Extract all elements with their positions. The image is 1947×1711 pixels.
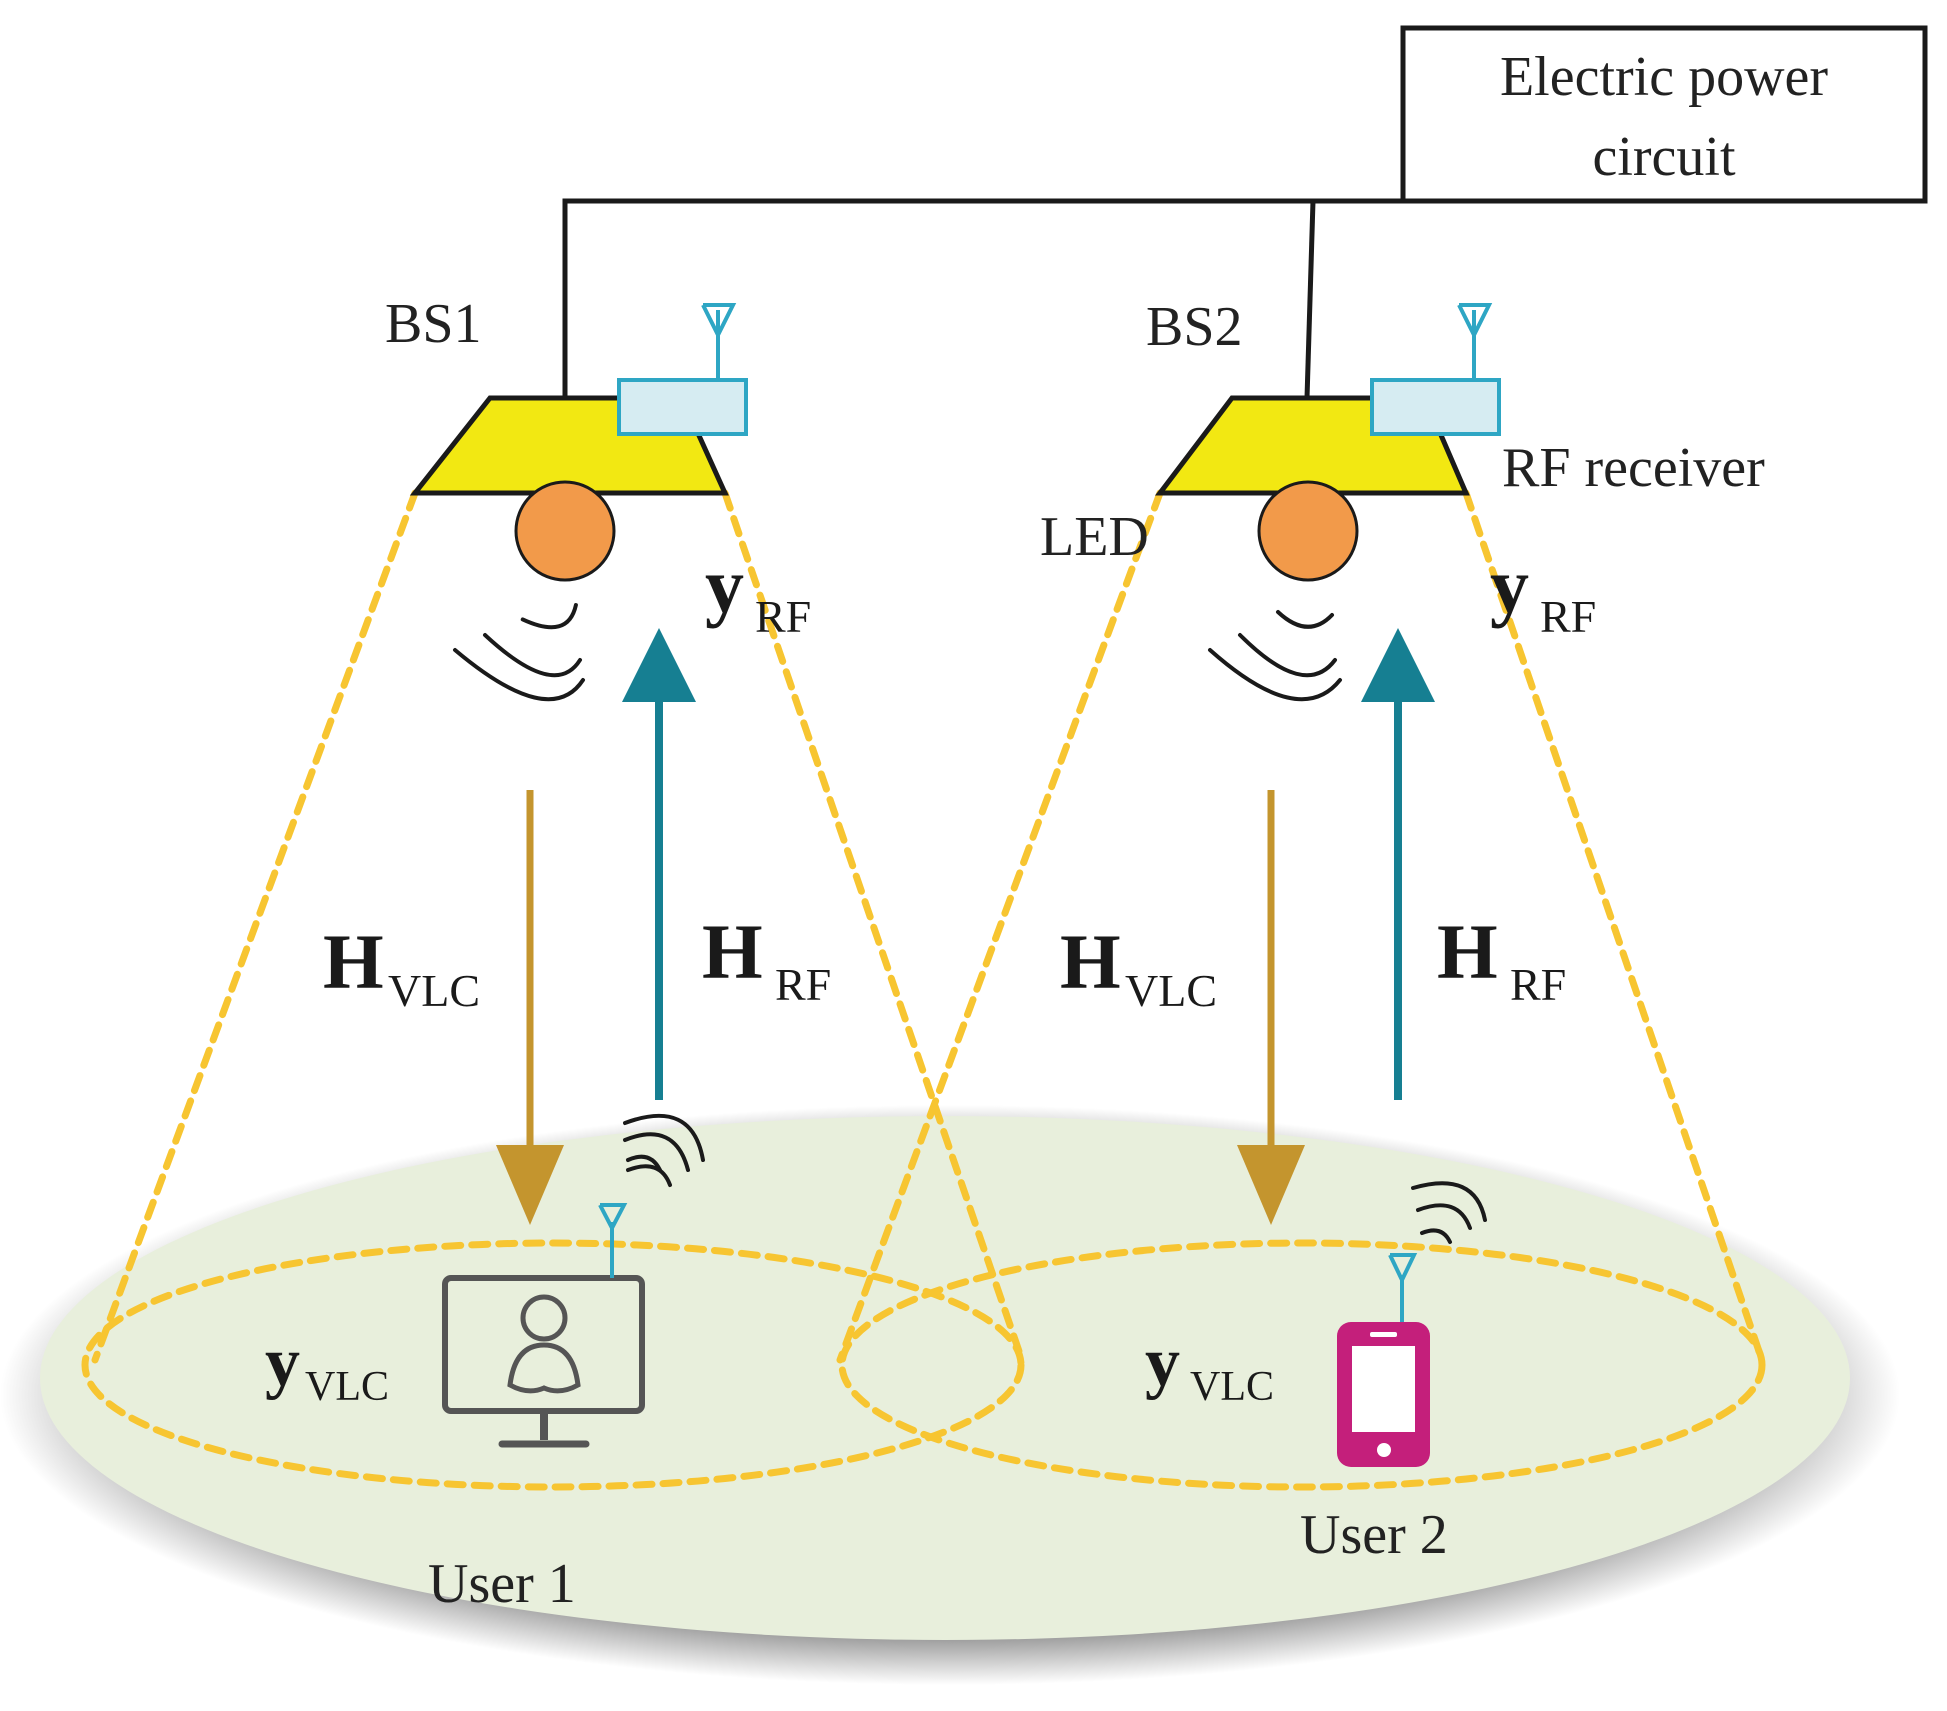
subscript-rf: RF	[775, 959, 831, 1010]
bs1-rf-box	[617, 378, 748, 436]
subscript-rf: RF	[755, 591, 811, 642]
symbol-h: H	[702, 908, 763, 995]
wire-bs1	[562, 198, 1405, 398]
coverage-bs1	[81, 1239, 1025, 1491]
y-vlc-user2: y VLC	[1145, 1324, 1274, 1410]
h-vlc-bs2: H VLC	[1060, 918, 1217, 1016]
user1-label: User 1	[428, 1553, 576, 1615]
beam-bs2-right	[1462, 489, 1766, 1364]
subscript-vlc: VLC	[388, 965, 480, 1016]
subscript-rf: RF	[1510, 959, 1566, 1010]
subscript-vlc: VLC	[305, 1364, 389, 1410]
labels: BS1 BS2 LED RF receiver User 1 User 2 y …	[265, 293, 1765, 1615]
y-rf-bs2: y RF	[1490, 542, 1596, 642]
bs1-lamp	[409, 303, 748, 702]
wire-bs2	[1304, 200, 1316, 399]
bs1-label: BS1	[385, 293, 482, 355]
user2-label: User 2	[1300, 1504, 1448, 1566]
h-vlc-bs1: H VLC	[323, 918, 480, 1016]
signal-waves-icon	[1208, 610, 1342, 702]
antenna-icon	[701, 303, 737, 380]
vlc-arrow-bs2-head	[1237, 1145, 1305, 1225]
subscript-rf: RF	[1540, 591, 1596, 642]
y-vlc-user1: y VLC	[265, 1324, 389, 1410]
symbol-h: H	[323, 918, 384, 1005]
y-rf-bs1: y RF	[705, 542, 811, 642]
bs2-label: BS2	[1146, 296, 1243, 358]
power-wiring	[562, 198, 1408, 399]
monitor-screen	[442, 1275, 645, 1414]
antenna-icon	[1457, 303, 1493, 380]
beam-bs1-right	[721, 489, 1026, 1364]
bs2-led	[1257, 480, 1359, 582]
power-box: Electric power circuit	[1400, 25, 1928, 204]
monitor-user-icon	[442, 1113, 705, 1448]
beam-bs1-left	[91, 489, 419, 1364]
bs1-rf-receiver	[617, 303, 748, 436]
h-rf-bs1: H RF	[702, 908, 831, 1010]
beam-bs2-left	[836, 489, 1164, 1364]
symbol-y: y	[705, 542, 744, 629]
rf-receiver-label: RF receiver	[1502, 437, 1765, 499]
arrows	[496, 628, 1435, 1225]
bs1-led	[514, 480, 616, 582]
light-beams	[81, 489, 1766, 1491]
symbol-y: y	[1490, 542, 1529, 629]
symbol-y: y	[1145, 1324, 1180, 1401]
symbol-y: y	[265, 1324, 300, 1401]
power-box-line2: circuit	[1592, 126, 1735, 188]
bs2-lamp	[1154, 303, 1501, 702]
signal-waves-icon	[623, 1113, 705, 1187]
subscript-vlc: VLC	[1125, 965, 1217, 1016]
bs2-rf-receiver	[1370, 303, 1501, 436]
signal-waves-icon	[453, 603, 585, 702]
vlc-arrow-bs1-head	[496, 1145, 564, 1225]
signal-waves-icon	[1411, 1181, 1487, 1244]
led-label: LED	[1040, 506, 1149, 568]
coverage-bs2	[838, 1239, 1766, 1491]
symbol-h: H	[1060, 918, 1121, 1005]
symbol-h: H	[1437, 908, 1498, 995]
rf-arrow-bs2-head	[1361, 628, 1435, 702]
smartphone-icon	[1337, 1181, 1487, 1467]
subscript-vlc: VLC	[1190, 1364, 1274, 1410]
power-box-line1: Electric power	[1500, 46, 1828, 108]
power-box-frame	[1400, 25, 1928, 204]
bs2-rf-box	[1370, 378, 1501, 436]
rf-arrow-bs1-head	[622, 628, 696, 702]
h-rf-bs2: H RF	[1437, 908, 1566, 1010]
